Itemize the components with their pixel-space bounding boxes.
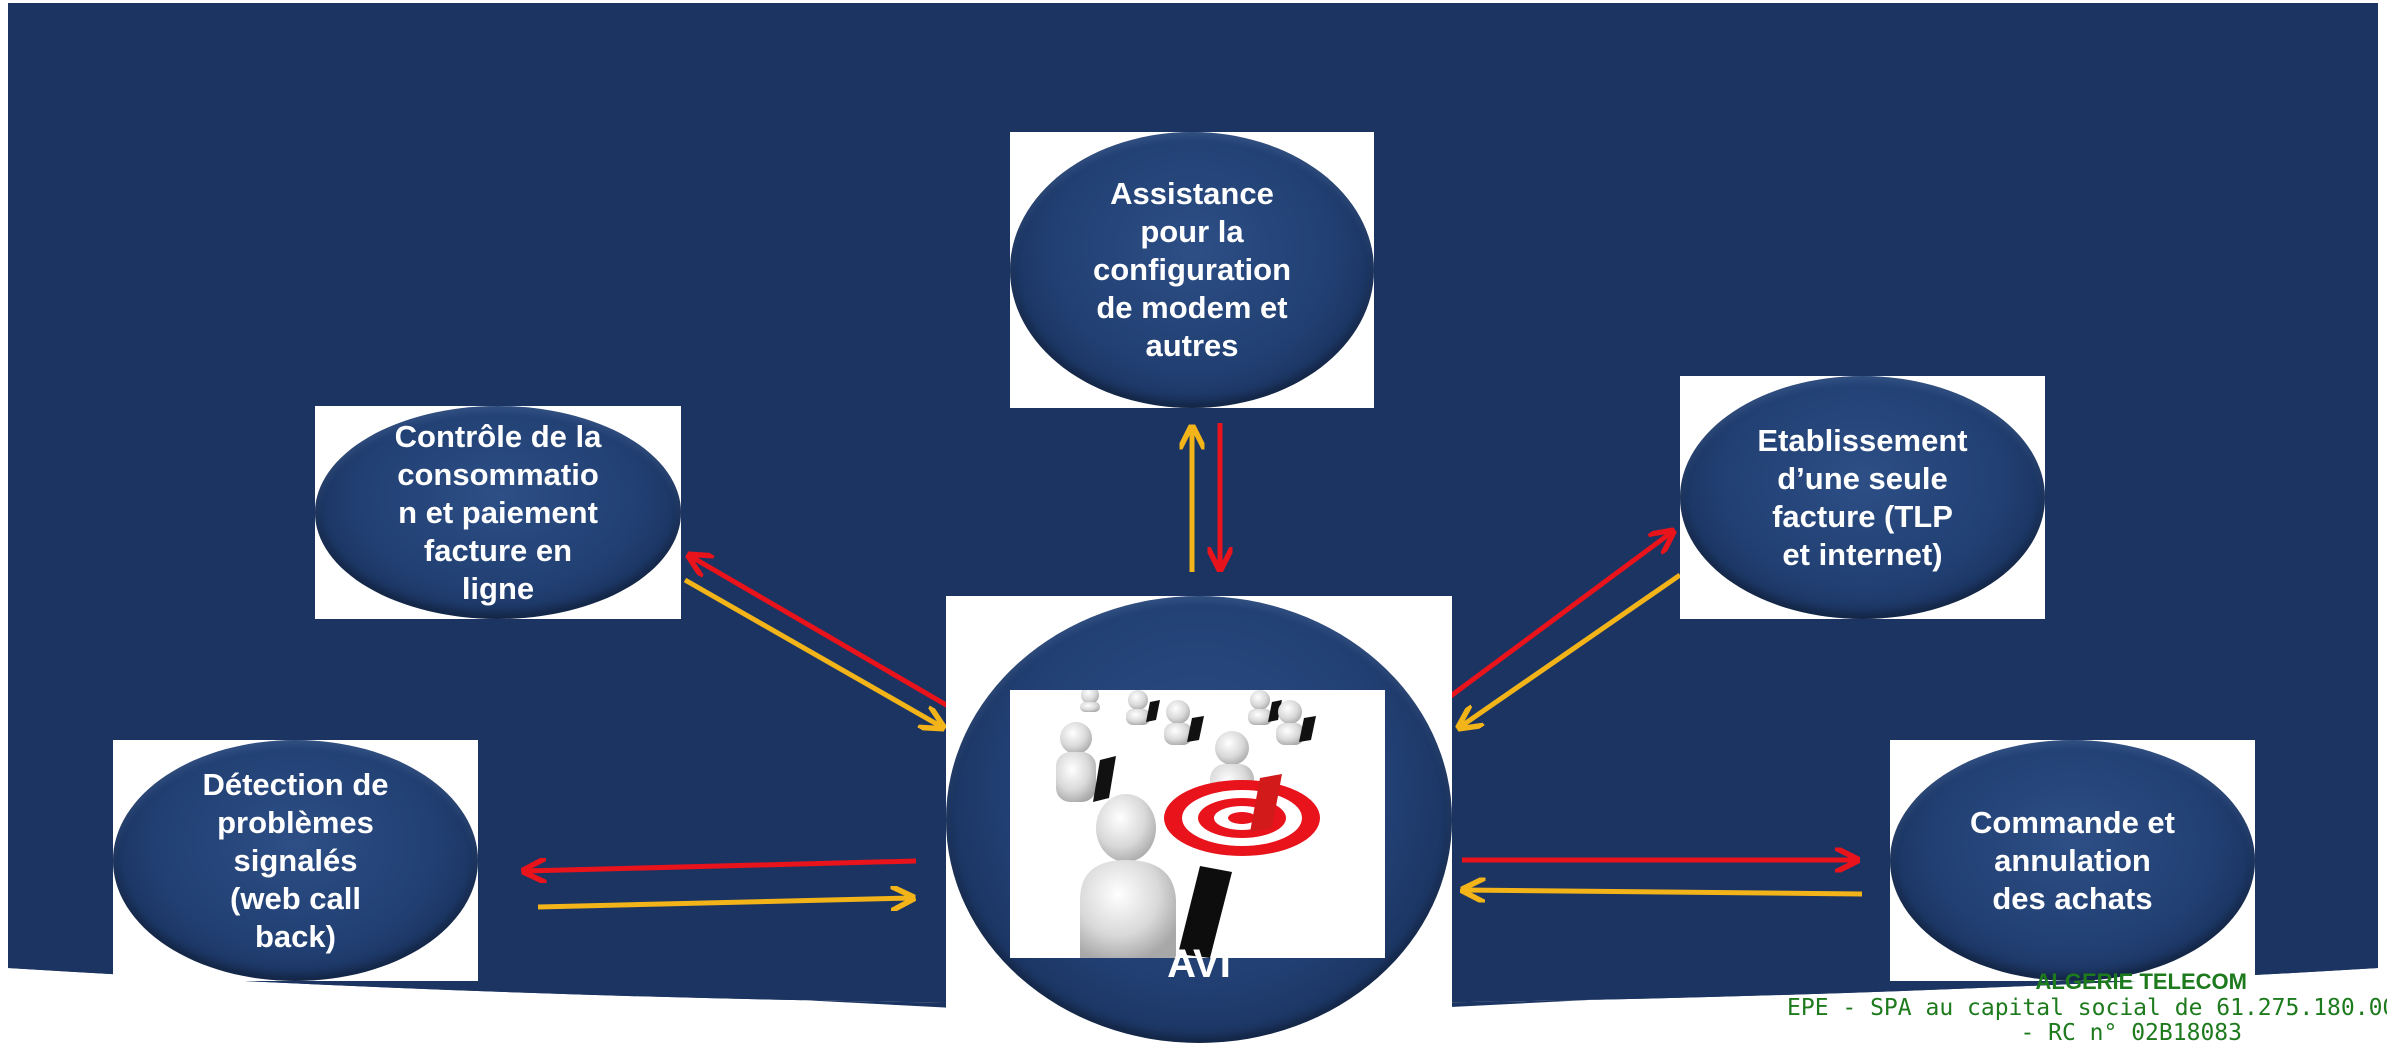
node-lower-right-frame: Commande et annulation des achats bbox=[1890, 740, 2255, 981]
node-upper-right: Etablissement d’une seule facture (TLP e… bbox=[1680, 376, 2045, 619]
node-center-label: AVI bbox=[946, 942, 1452, 986]
node-upper-left: Contrôle de la consommatio n et paiement… bbox=[315, 406, 681, 619]
node-lower-right: Commande et annulation des achats bbox=[1890, 740, 2255, 981]
node-lower-right-label: Commande et annulation des achats bbox=[1970, 804, 2175, 918]
footer: ALGERIE TELECOM EPE - SPA au capital soc… bbox=[1787, 969, 2387, 1045]
small-figure-6 bbox=[1056, 722, 1116, 802]
node-upper-right-frame: Etablissement d’une seule facture (TLP e… bbox=[1680, 376, 2045, 619]
footer-company: ALGERIE TELECOM bbox=[1787, 969, 2387, 995]
node-top-frame: Assistance pour la configuration de mode… bbox=[1010, 132, 1374, 408]
node-top: Assistance pour la configuration de mode… bbox=[1010, 132, 1374, 408]
small-figure-1 bbox=[1080, 690, 1100, 712]
small-figure-3 bbox=[1248, 690, 1282, 725]
node-upper-right-label: Etablissement d’une seule facture (TLP e… bbox=[1757, 422, 1967, 574]
footer-rc: - RC n° 02B18083 bbox=[1787, 1021, 2387, 1045]
node-upper-left-label: Contrôle de la consommatio n et paiement… bbox=[395, 418, 602, 608]
customers-target-illustration bbox=[1010, 690, 1385, 958]
node-lower-left-frame: Détection de problèmes signalés (web cal… bbox=[113, 740, 478, 981]
small-figure-2 bbox=[1126, 690, 1160, 725]
node-center-frame: AVI bbox=[946, 596, 1452, 1043]
small-figure-4 bbox=[1164, 700, 1204, 745]
node-top-label: Assistance pour la configuration de mode… bbox=[1093, 175, 1291, 365]
main-figure bbox=[1080, 794, 1176, 958]
footer-capital: EPE - SPA au capital social de 61.275.18… bbox=[1787, 995, 2387, 1021]
target-icon bbox=[1164, 780, 1320, 856]
small-figure-5 bbox=[1276, 700, 1316, 745]
node-upper-left-frame: Contrôle de la consommatio n et paiement… bbox=[315, 406, 681, 619]
node-lower-left: Détection de problèmes signalés (web cal… bbox=[113, 740, 478, 981]
node-lower-left-label: Détection de problèmes signalés (web cal… bbox=[202, 766, 388, 956]
